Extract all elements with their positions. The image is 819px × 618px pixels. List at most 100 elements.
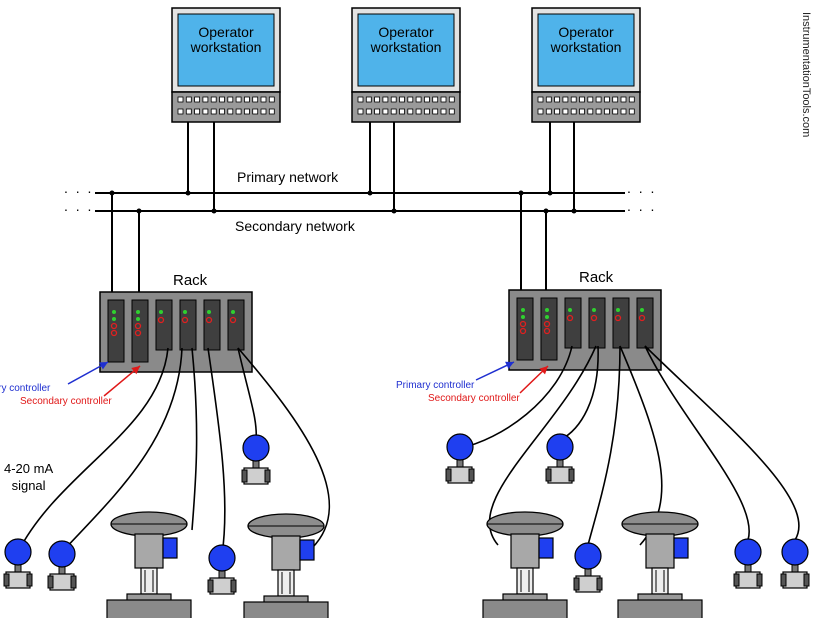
keyboard-key	[579, 108, 585, 115]
transmitter-body	[447, 466, 473, 484]
keyboard-key	[407, 96, 414, 103]
keyboard-key	[440, 96, 447, 103]
transmitter-body	[49, 573, 75, 591]
keyboard-key	[210, 96, 217, 103]
keyboard-key	[628, 108, 635, 115]
transmitter-flange	[26, 573, 33, 587]
transmitter-flange	[47, 575, 54, 589]
valve-positioner	[162, 537, 178, 559]
keyboard-key	[243, 108, 250, 115]
signal-cables-left	[17, 347, 331, 556]
transmitter-body	[735, 571, 761, 589]
valve-yoke	[271, 535, 301, 571]
led-red	[519, 320, 527, 328]
arrow-head	[99, 362, 108, 370]
led-red	[134, 329, 142, 337]
keyboard-key	[612, 96, 619, 103]
valve-stem	[140, 567, 158, 595]
monitor-screen	[537, 13, 635, 87]
led-green	[231, 310, 235, 314]
controller-racks	[67, 289, 662, 397]
io-card	[636, 297, 654, 349]
keyboard-key	[227, 108, 234, 115]
io-card	[612, 297, 630, 349]
led-red	[566, 314, 574, 322]
keyboard-key	[252, 96, 259, 103]
led-green	[136, 310, 140, 314]
transmitter-head	[781, 538, 809, 566]
transmitter-flange	[733, 573, 740, 587]
monitor-screen	[177, 13, 275, 87]
keyboard-key	[537, 96, 544, 103]
transmitter-head	[446, 433, 474, 461]
keyboard-key	[185, 108, 192, 115]
keyboard-key	[423, 96, 430, 103]
keyboard-key	[432, 96, 439, 103]
keyboard-key	[252, 108, 259, 115]
primary-controller-label-left: Primary controller	[0, 383, 51, 394]
monitor-screen	[357, 13, 455, 87]
network-continuation-right-secondary: . . .	[627, 198, 657, 214]
led-red	[638, 314, 646, 322]
led-green	[640, 308, 644, 312]
keyboard-key	[604, 108, 610, 115]
keyboard-key	[235, 108, 242, 115]
keyboard	[531, 91, 641, 123]
keyboard-key	[177, 96, 184, 103]
keyboard-key	[177, 108, 184, 115]
arrow-head	[539, 366, 548, 375]
secondary-controller-label-right: Secondary controller	[428, 393, 520, 404]
keyboard-key	[185, 96, 192, 103]
keyboard-key	[202, 108, 209, 115]
keyboard-key	[545, 96, 552, 103]
transmitter-flange	[468, 468, 475, 482]
keyboard-key	[365, 96, 372, 103]
transmitter-right-4	[733, 538, 763, 589]
keyboard-key	[365, 108, 372, 115]
transmitter-flange	[573, 577, 580, 591]
keyboard-key	[219, 108, 225, 115]
keyboard-key	[587, 108, 594, 115]
led-red	[543, 327, 551, 335]
transmitter-flange	[596, 577, 603, 591]
keyboard-key	[357, 96, 364, 103]
io-card	[564, 297, 582, 349]
transmitter-left-1	[3, 538, 33, 589]
led-red	[519, 327, 527, 335]
transmitter-body	[243, 467, 269, 485]
led-red	[110, 329, 118, 337]
transmitter-left-3	[241, 434, 271, 485]
keyboard-key	[570, 108, 577, 115]
led-red	[134, 322, 142, 330]
io-card	[179, 299, 197, 351]
keyboard-key	[604, 96, 610, 103]
transmitter-left-4	[207, 544, 237, 595]
field-devices	[3, 433, 810, 618]
keyboard-key	[227, 96, 234, 103]
led-green	[183, 310, 187, 314]
led-green	[521, 315, 525, 319]
keyboard-key	[260, 108, 267, 115]
transmitter-head	[546, 433, 574, 461]
led-green	[545, 308, 549, 312]
transmitter-right-3	[573, 542, 603, 593]
primary-controller-label-right: Primary controller	[396, 380, 475, 391]
transmitter-flange	[545, 468, 552, 482]
keyboard-key	[268, 108, 275, 115]
transmitter-head	[48, 540, 76, 568]
transmitter-flange	[241, 469, 248, 483]
keyboard-key	[595, 108, 602, 115]
keyboard-key	[562, 96, 569, 103]
arrow-head	[131, 366, 140, 375]
keyboard-key	[268, 96, 275, 103]
operator-workstation-1	[171, 7, 281, 123]
control-valve-right-2	[617, 511, 703, 618]
transmitter-left-2	[47, 540, 77, 591]
led-red	[543, 320, 551, 328]
valve-stem	[516, 567, 534, 595]
arrow-head	[505, 361, 514, 370]
led-green	[616, 308, 620, 312]
keyboard-key	[620, 96, 627, 103]
